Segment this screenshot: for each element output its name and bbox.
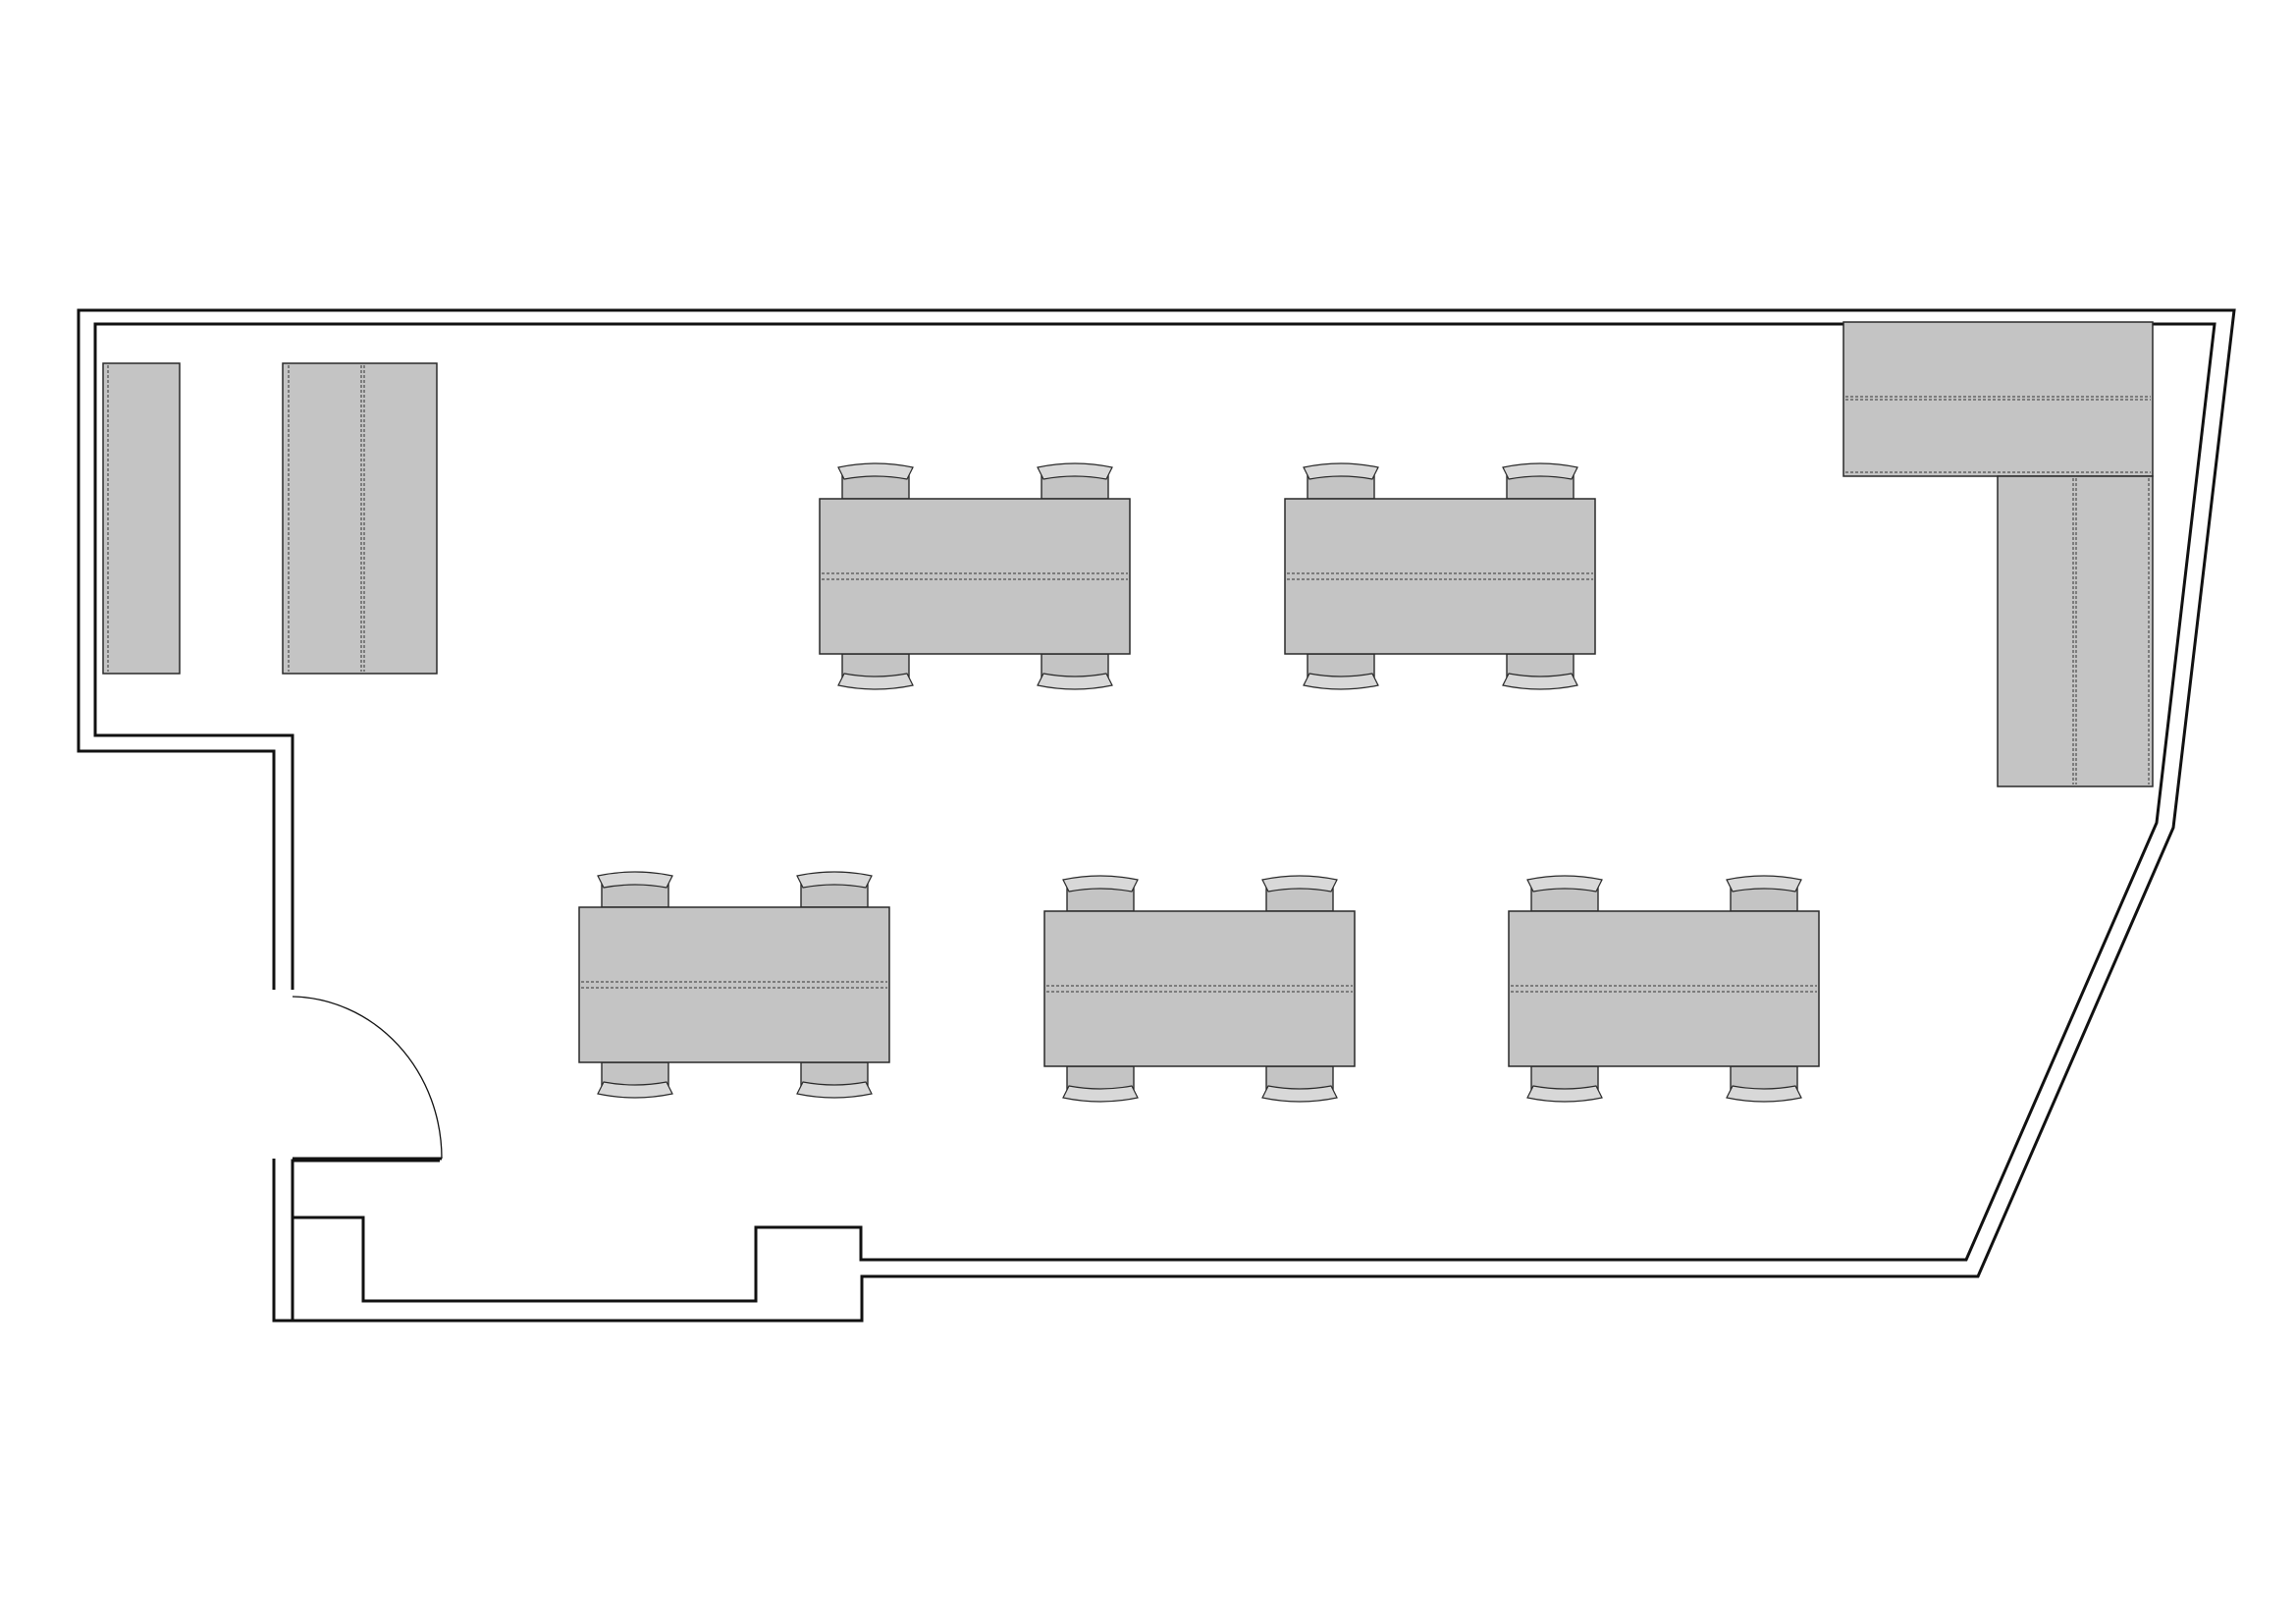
office-chair [1502,653,1578,690]
office-chair [597,871,673,908]
office-chair [597,1061,673,1099]
chair-back [796,1081,873,1099]
office-chair [796,871,873,908]
chair-back [1037,462,1113,480]
desk-surface [819,498,1131,655]
chair-back [796,871,873,889]
chair-back [1261,875,1338,893]
office-chair [1726,1065,1802,1103]
desk-surface [578,906,890,1063]
desk-cluster [1508,875,1820,1103]
office-chair [1526,1065,1603,1103]
inner-wall-upper [93,322,2216,1303]
outer-wall-upper [77,308,2236,1323]
door-swing-arc [292,996,443,1160]
chair-back [1261,1085,1338,1103]
storage-cabinet-2 [282,362,438,675]
chair-back [1502,673,1578,690]
chair-back [1062,875,1139,893]
office-chair [1726,875,1802,912]
office-chair [1062,875,1139,912]
office-chair [1303,462,1379,500]
chair-back [597,1081,673,1099]
office-chair [1062,1065,1139,1103]
desk-cluster [578,871,890,1099]
chair-back [1062,1085,1139,1103]
chair-back [1726,1085,1802,1103]
chair-back [1037,673,1113,690]
chair-back [837,673,914,690]
office-chair [1261,875,1338,912]
desk-clusters [578,462,1820,1103]
chair-back [1526,875,1603,893]
desk-cluster [819,462,1131,690]
storage-cabinet-1 [102,362,181,675]
desk-surface [1043,910,1356,1067]
office-chair [1261,1065,1338,1103]
office-chair [1037,653,1113,690]
walls [77,308,2236,1323]
chair-back [597,871,673,889]
chair-back [1303,673,1379,690]
office-chair [796,1061,873,1099]
office-chair [837,653,914,690]
chair-back [837,462,914,480]
office-chair [1037,462,1113,500]
storage-cabinet-side [1997,475,2154,787]
office-chair [1526,875,1603,912]
chair-back [1726,875,1802,893]
desk-surface [1284,498,1596,655]
office-chair [1303,653,1379,690]
chair-back [1526,1085,1603,1103]
office-chair [1502,462,1578,500]
chair-back [1303,462,1379,480]
desk-surface [1508,910,1820,1067]
outer-wall-line [272,1159,440,1323]
storage-left [102,362,438,675]
chair-back [1502,462,1578,480]
desk-cluster [1284,462,1596,690]
office-chair [837,462,914,500]
desk-cluster [1043,875,1356,1103]
door [292,996,443,1161]
storage-right [1842,321,2154,787]
